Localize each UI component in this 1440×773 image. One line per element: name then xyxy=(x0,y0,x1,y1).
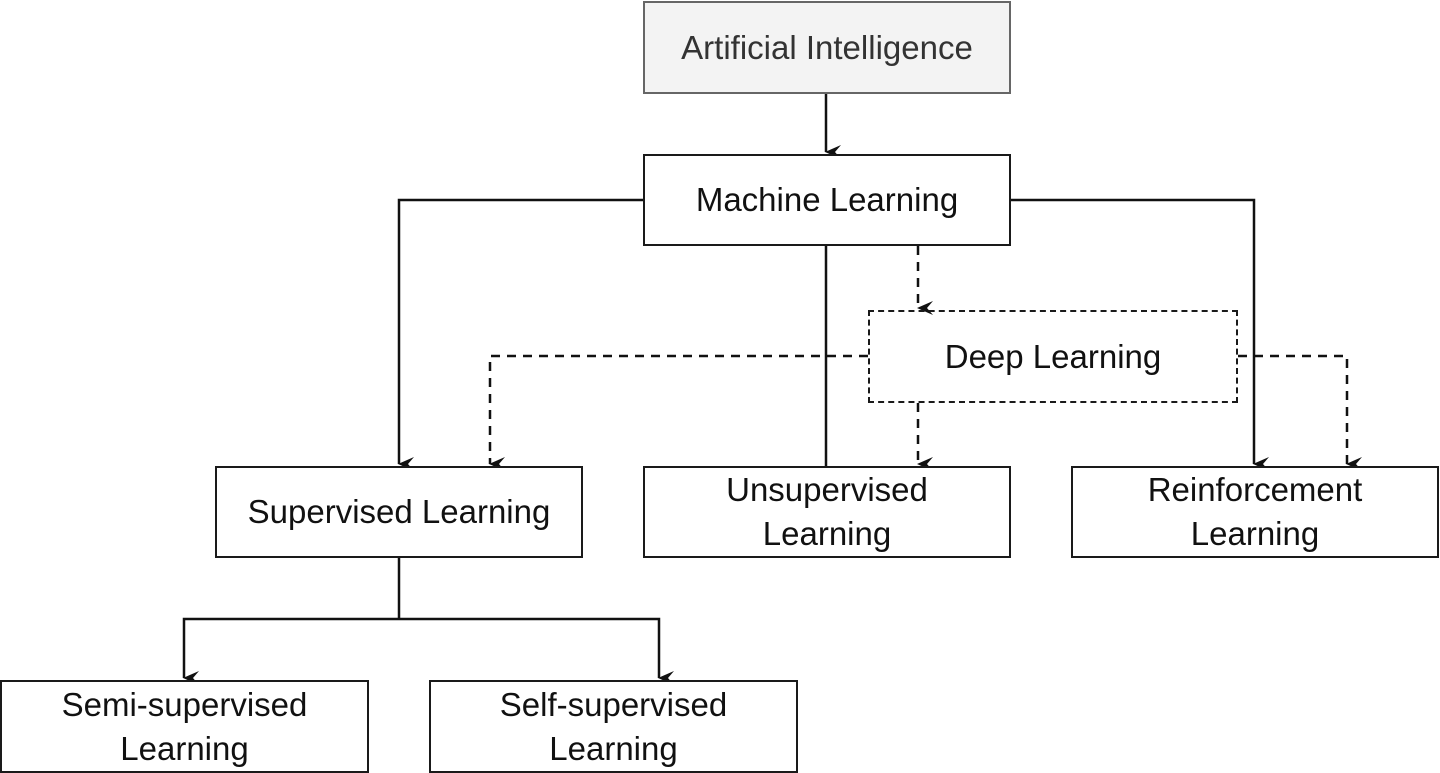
node-label: Supervised Learning xyxy=(247,493,551,530)
node-label: Deep Learning xyxy=(944,337,1162,375)
node-supervised-learning: Supervised Learning xyxy=(215,466,583,558)
node-label-line2: Learning xyxy=(762,515,892,552)
edge-ml-reinforcement xyxy=(1010,198,1269,471)
node-label-line1: Reinforcement xyxy=(1147,471,1363,508)
node-label-line1: Semi-supervised xyxy=(61,685,308,723)
edge-ml-supervised xyxy=(397,198,643,471)
node-label: Artificial Intelligence xyxy=(681,28,973,66)
edge-dl-supervised xyxy=(488,354,868,471)
node-semi-supervised-learning: Semi-supervised Learning xyxy=(0,680,369,773)
node-self-supervised-learning: Self-supervised Learning xyxy=(429,680,798,773)
node-unsupervised-learning: Unsupervised Learning xyxy=(643,466,1011,558)
edge-dl-reinforcement xyxy=(1238,354,1362,471)
edge-supervised-self xyxy=(399,617,674,685)
node-label-line2: Learning xyxy=(120,729,249,767)
node-label-line1: Unsupervised xyxy=(726,471,928,508)
edge-supervised-semi xyxy=(182,617,399,685)
node-label-line1: Self-supervised xyxy=(499,685,728,723)
node-deep-learning: Deep Learning xyxy=(868,310,1238,403)
node-label-line2: Learning xyxy=(1190,515,1320,552)
node-machine-learning: Machine Learning xyxy=(643,154,1011,246)
node-artificial-intelligence: Artificial Intelligence xyxy=(643,1,1011,94)
node-reinforcement-learning: Reinforcement Learning xyxy=(1071,466,1439,558)
node-label: Machine Learning xyxy=(695,181,959,218)
node-label-line2: Learning xyxy=(549,729,678,767)
